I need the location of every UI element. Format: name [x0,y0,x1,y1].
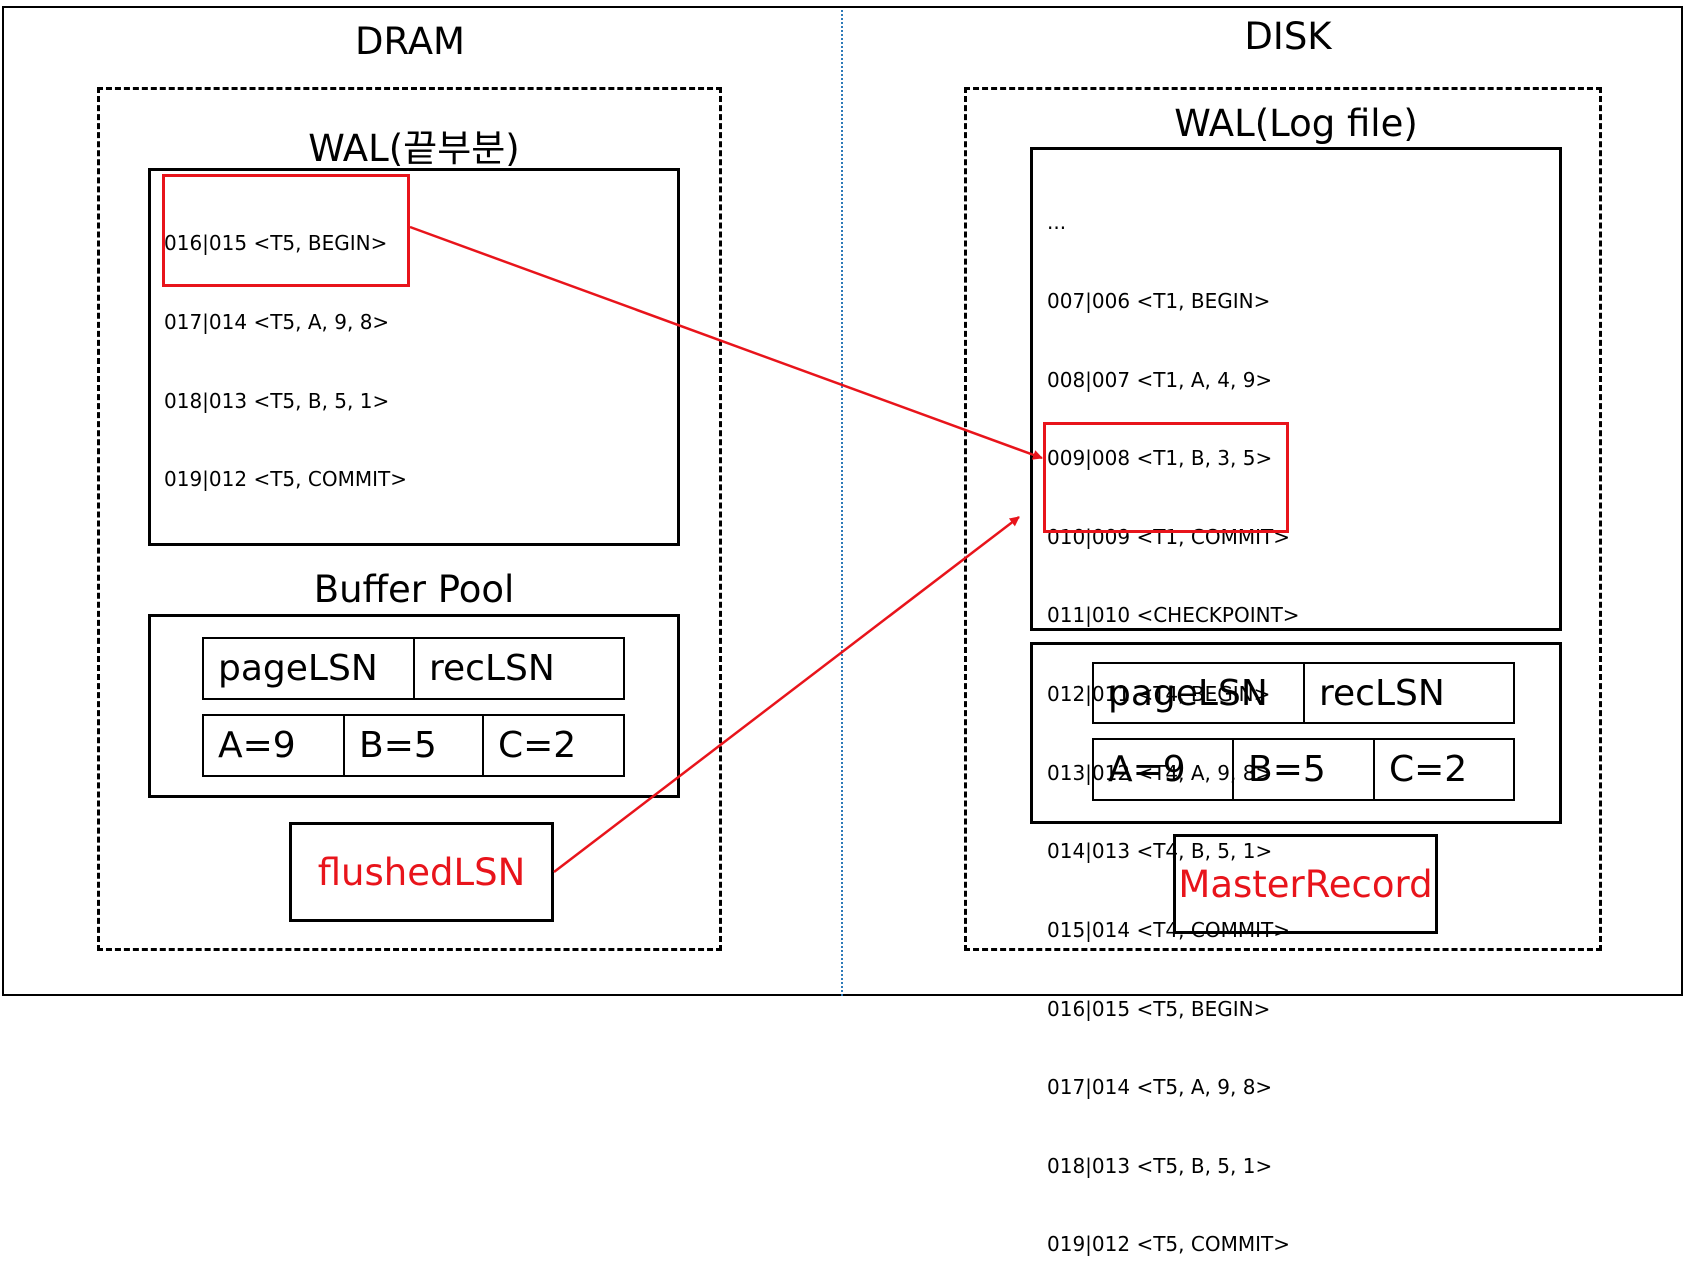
dram-wal-box [148,168,680,546]
disk-page-lsn-cell: pageLSN [1092,662,1305,724]
log-entry: 014|013 <T4, B, 5, 1> [1047,839,1273,864]
log-entry: 009|008 <T1, B, 3, 5> [1047,446,1273,471]
master-record-box: MasterRecord [1173,834,1438,934]
page-lsn-cell: pageLSN [202,637,415,700]
log-entry: 008|007 <T1, A, 4, 9> [1047,367,1273,392]
log-entry: 015|014 <T4, COMMIT> [1047,917,1290,942]
dram-disk-divider [841,10,843,996]
disk-value-c-cell: C=2 [1373,738,1515,801]
wal-flush-arrow [409,225,1043,460]
disk-rec-lsn-cell: recLSN [1303,662,1515,724]
log-entry: 018|013 <T5, B, 5, 1> [164,388,390,413]
log-entry: 019|012 <T5, COMMIT> [1047,1232,1290,1257]
buffer-pool-title: Buffer Pool [313,568,515,611]
dram-wal-title: WAL(끝부분) [308,127,520,170]
log-entry: 018|013 <T5, B, 5, 1> [1047,1153,1273,1178]
log-entry: 012|011 <T4, BEGIN> [1047,682,1271,707]
flush-arrows [409,225,1043,873]
disk-page-box [1030,642,1562,824]
log-entry: 010|009 <T1, COMMIT> [1047,524,1290,549]
log-entry: 016|015 <T5, BEGIN> [1047,996,1271,1021]
flushed-lsn-box: flushedLSN [289,822,554,922]
buffer-pool-box [148,614,680,798]
rec-lsn-cell: recLSN [413,637,625,700]
dram-region [97,87,722,951]
value-c-cell: C=2 [482,714,625,777]
log-entry: 007|006 <T1, BEGIN> [1047,289,1271,314]
disk-heading: DISK [1244,15,1332,58]
log-entry: 013|012 <T4, A, 9, 8> [1047,760,1273,785]
disk-value-b-cell: B=5 [1232,738,1375,801]
dram-wal-entries: 016|015 <T5, BEGIN> 017|014 <T5, A, 9, 8… [164,178,407,519]
value-a-cell: A=9 [202,714,345,777]
dram-heading: DRAM [355,20,465,63]
disk-wal-highlight [1043,422,1289,533]
dram-wal-highlight [162,174,410,287]
log-entry: 019|012 <T5, COMMIT> [164,467,407,492]
disk-region [964,87,1602,951]
log-entry: ... [1047,210,1067,235]
flushed-lsn-pointer-arrow [553,516,1020,873]
log-entry: 017|014 <T5, A, 9, 8> [164,310,390,335]
disk-wal-title: WAL(Log file) [1174,102,1418,145]
log-entry: 017|014 <T5, A, 9, 8> [1047,1075,1273,1100]
log-entry: 011|010 <CHECKPOINT> [1047,603,1300,628]
log-entry: 016|015 <T5, BEGIN> [164,231,388,256]
disk-wal-box [1030,147,1562,631]
